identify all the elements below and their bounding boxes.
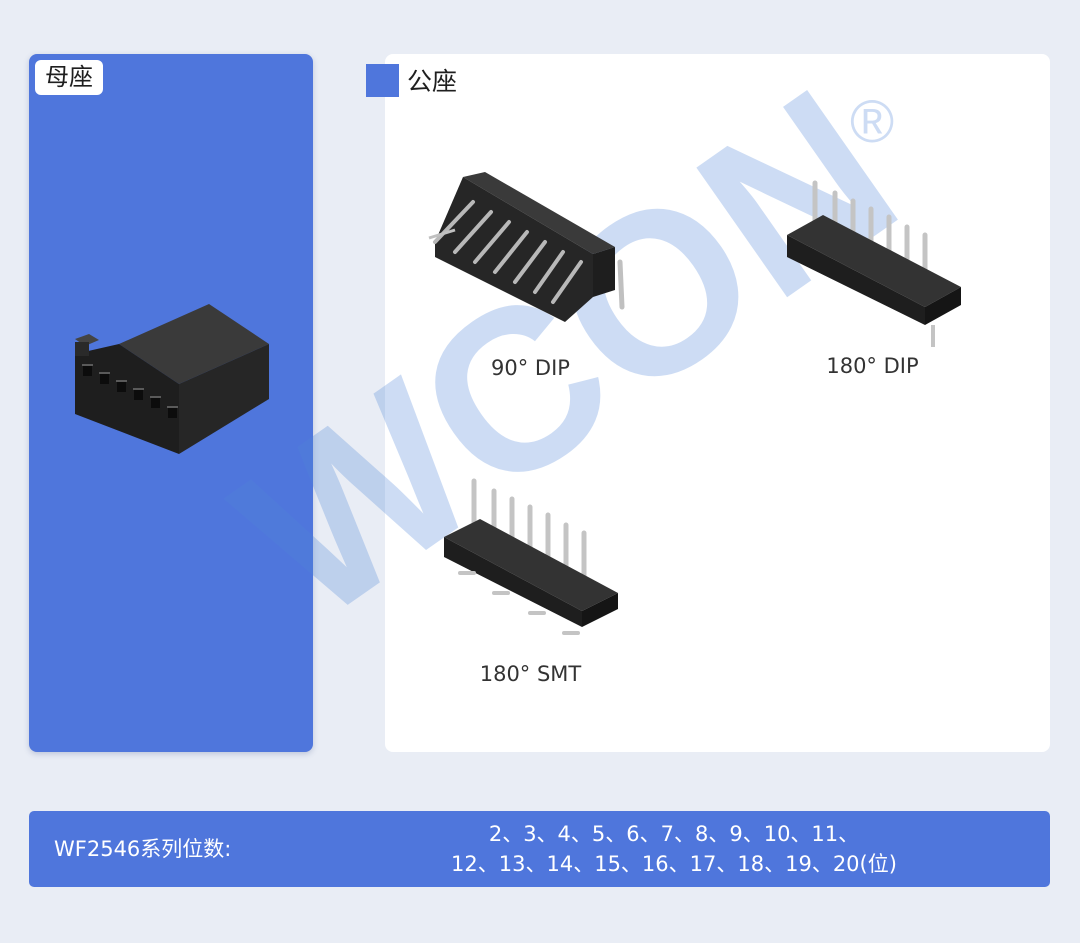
pin-count-line-2: 12、13、14、15、16、17、18、19、20(位)	[451, 852, 897, 876]
male-title-swatch	[366, 63, 399, 97]
female-housing-image	[75, 304, 269, 454]
female-panel: 母座	[29, 54, 313, 752]
male-panel	[385, 54, 1050, 752]
pin-count-values: 2、3、4、5、6、7、8、9、10、11、 12、13、14、15、16、17…	[359, 819, 989, 879]
product-90-dip-image	[428, 172, 625, 322]
pin-count-label: WF2546系列位数:	[54, 837, 232, 861]
pin-count-line-1: 2、3、4、5、6、7、8、9、10、11、	[488, 822, 860, 846]
female-title: 母座	[35, 60, 103, 95]
product-180-dip-image	[787, 180, 961, 347]
product-180-smt-image	[444, 478, 618, 635]
product-caption: 180° DIP	[826, 354, 919, 378]
pin-count-bar: WF2546系列位数: 2、3、4、5、6、7、8、9、10、11、 12、13…	[29, 811, 1050, 887]
product-caption: 90° DIP	[491, 356, 570, 380]
male-title: 公座	[407, 67, 458, 96]
male-title-group: 公座	[366, 62, 457, 98]
product-caption: 180° SMT	[479, 662, 582, 686]
